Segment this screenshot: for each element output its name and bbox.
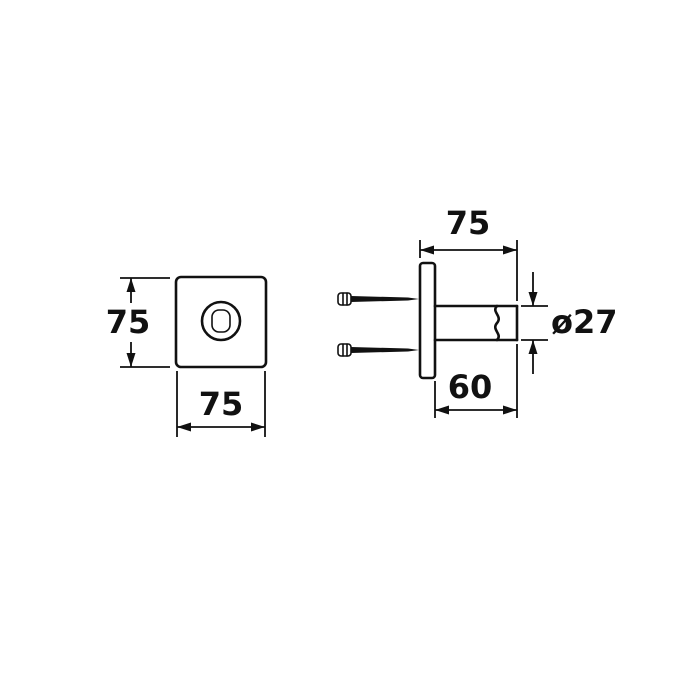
screw-shaft bbox=[351, 347, 419, 353]
dim-label-side-width: 75 bbox=[446, 204, 491, 242]
dim-label-front-height: 75 bbox=[106, 303, 151, 341]
screw-head bbox=[337, 343, 352, 357]
arrowhead-right bbox=[503, 245, 517, 255]
side-view bbox=[337, 261, 519, 380]
arrowhead-down bbox=[126, 353, 136, 367]
dim-label-side-diameter: ø27 bbox=[551, 303, 618, 341]
arrowhead-left bbox=[435, 405, 449, 415]
dim-side-diameter: ø27 bbox=[521, 272, 618, 374]
arrowhead-right bbox=[251, 422, 265, 432]
dim-label-front-width: 75 bbox=[199, 385, 244, 423]
side-view-wall-plate bbox=[418, 261, 437, 380]
arm-groove-profile bbox=[494, 304, 500, 342]
dim-label-side-depth: 60 bbox=[448, 368, 493, 406]
dim-side-width: 75 bbox=[419, 204, 518, 301]
arrowhead-right bbox=[503, 405, 517, 415]
arrowhead-left bbox=[177, 422, 191, 432]
front-view bbox=[174, 275, 268, 369]
screw-shaft bbox=[351, 296, 419, 302]
screw-bottom bbox=[337, 343, 419, 357]
arrowhead-up bbox=[126, 278, 136, 292]
front-view-plate bbox=[174, 275, 268, 369]
dim-front-width: 75 bbox=[176, 371, 266, 437]
dim-front-height: 75 bbox=[106, 277, 170, 368]
front-view-hole-key bbox=[211, 309, 231, 333]
screw-head bbox=[337, 292, 352, 306]
dim-side-depth: 60 bbox=[434, 344, 518, 418]
arrowhead-left bbox=[420, 245, 434, 255]
side-view-arm bbox=[433, 304, 519, 342]
screw-top bbox=[337, 292, 419, 306]
front-view-mount-hole bbox=[200, 300, 242, 342]
arrowhead-up bbox=[528, 340, 538, 354]
arrowhead-down bbox=[528, 292, 538, 306]
